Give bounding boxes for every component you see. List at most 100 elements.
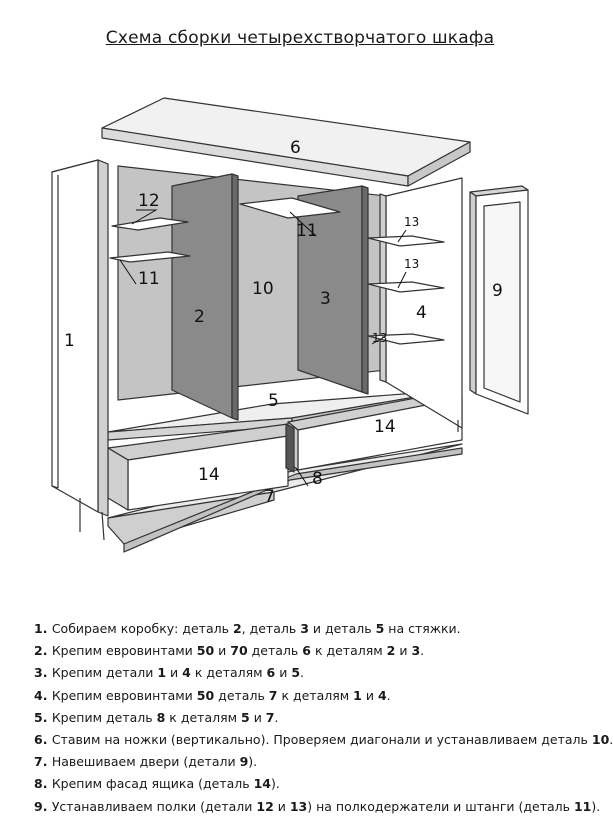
step-text: и деталь (308, 621, 376, 636)
step-text: 11 (573, 798, 592, 814)
step-text: 8 (156, 709, 166, 725)
assembly-step: 3. Крепим детали 1 и 4 к деталям 6 и 5. (34, 662, 594, 684)
leader-12 (131, 209, 158, 225)
assembly-step: 1. Собираем коробку: деталь 2, деталь 3 … (34, 618, 594, 640)
step-text: 3 (411, 643, 421, 659)
label-part-7: 7 (264, 487, 275, 507)
label-part-9: 9 (492, 281, 503, 301)
step-text: Крепим фасад ящика (деталь (51, 776, 254, 792)
step-text: 6 (266, 665, 276, 681)
step-text: . (274, 709, 279, 725)
step-text: и (273, 798, 290, 814)
assembly-step: 4. Крепим евровинтами 50 деталь 7 к дета… (34, 685, 594, 707)
step-text: . (420, 643, 425, 659)
step-text: 5 (291, 665, 301, 681)
label-part-4: 4 (416, 303, 427, 323)
step-text: 50 (196, 687, 215, 703)
step-text: 70 (230, 643, 248, 659)
step-text: 3 (300, 621, 309, 636)
step-text: 12 (256, 798, 274, 814)
step-text: 7 (268, 687, 278, 703)
step-text: 50 (196, 643, 215, 659)
assembly-step: 8. Крепим фасад ящика (деталь 14). (34, 773, 594, 795)
step-text: 4 (182, 665, 191, 681)
step-text: Крепим евровинтами (51, 687, 197, 703)
step-text: Крепим деталь (51, 709, 157, 725)
label-part-14-left: 14 (198, 465, 220, 485)
label-part-8: 8 (312, 469, 323, 489)
part-3-partition (297, 185, 369, 395)
step-text: Ставим на ножки (вертикально). Проверяем… (51, 732, 592, 748)
step-text: Крепим детали (51, 665, 158, 681)
leader-13-bottom (371, 335, 387, 345)
step-text: 6 (302, 643, 311, 659)
label-part-14-right: 14 (374, 417, 396, 437)
assembly-step: 5. Крепим деталь 8 к деталям 5 и 7. (34, 707, 594, 729)
step-text: 13 (289, 798, 308, 814)
step-text: ). (271, 776, 280, 792)
step-text: 9 (239, 754, 249, 770)
step-text: . (300, 665, 305, 681)
step-text: к деталям (165, 709, 242, 725)
label-part-11-left: 11 (138, 269, 160, 289)
step-number: 8. (34, 776, 52, 792)
label-part-6: 6 (290, 138, 301, 158)
step-text: . (386, 687, 391, 703)
step-text: 4 (377, 687, 387, 703)
step-text: и (361, 687, 378, 703)
part-13-shelf-middle (367, 281, 445, 293)
leader-13-top (397, 229, 407, 243)
step-number: 4. (34, 687, 52, 703)
part-9-door (469, 185, 529, 415)
label-part-3: 3 (320, 289, 331, 309)
step-text: к деталям (310, 643, 387, 659)
label-part-13-top: 13 (404, 215, 419, 229)
step-text: Крепим евровинтами (51, 643, 197, 659)
step-text: 14 (253, 776, 271, 792)
page-title: Схема сборки четырехстворчатого шкафа (105, 28, 495, 48)
part-13-shelf-top (367, 235, 445, 247)
step-text: ) на полкодержатели и штанги (деталь (307, 798, 574, 814)
step-text: деталь (247, 643, 303, 659)
step-text: 5 (375, 621, 385, 636)
leader-11-middle (289, 211, 317, 237)
part-14-drawer-left (107, 423, 289, 511)
step-text: и (166, 665, 183, 681)
label-part-1: 1 (64, 331, 75, 351)
step-text: 5 (241, 709, 250, 725)
step-text: Устанавливаем полки (детали (51, 798, 257, 814)
step-text: Собираем коробку: деталь (51, 621, 233, 636)
step-text: 10 (591, 732, 610, 748)
step-text: и (395, 643, 412, 659)
step-text: и (275, 665, 292, 681)
part-13-shelf-bottom (367, 333, 445, 345)
step-number: 2. (34, 643, 52, 659)
label-part-12: 12 (138, 191, 160, 211)
step-number: 9. (34, 798, 52, 814)
part-8-divider (285, 423, 295, 473)
step-text: и (249, 709, 266, 725)
assembly-step: 6. Ставим на ножки (вертикально). Провер… (34, 729, 613, 751)
step-text: . (609, 732, 613, 748)
wardrobe-exploded-diagram: 6 1 2 10 3 4 9 5 14 14 8 7 12 11 11 13 1… (51, 97, 529, 553)
step-text: 1 (353, 687, 362, 703)
part-11-rod-left (109, 251, 191, 263)
step-number: 7. (34, 754, 52, 770)
assembly-step: 9. Устанавливаем полки (детали 12 и 13) … (34, 796, 600, 818)
step-text: 7 (265, 709, 275, 725)
label-part-13-middle: 13 (404, 257, 419, 271)
leader-11-left (119, 259, 137, 285)
assembly-step: 7. Навешиваем двери (детали 9). (34, 751, 594, 773)
step-text: 2 (232, 621, 242, 636)
step-number: 6. (34, 732, 52, 748)
label-part-13-bottom: 13 (372, 331, 387, 345)
step-text: 2 (386, 643, 396, 659)
step-text: ). (591, 798, 601, 814)
assembly-steps-list: 1. Собираем коробку: деталь 2, деталь 3 … (34, 618, 613, 818)
step-text: Навешиваем двери (детали (51, 754, 240, 770)
part-2-partition (171, 173, 239, 421)
step-number: 1. (34, 621, 52, 636)
step-text: 1 (157, 665, 167, 681)
part-11-rod-middle (239, 197, 341, 219)
label-part-2: 2 (194, 307, 205, 327)
